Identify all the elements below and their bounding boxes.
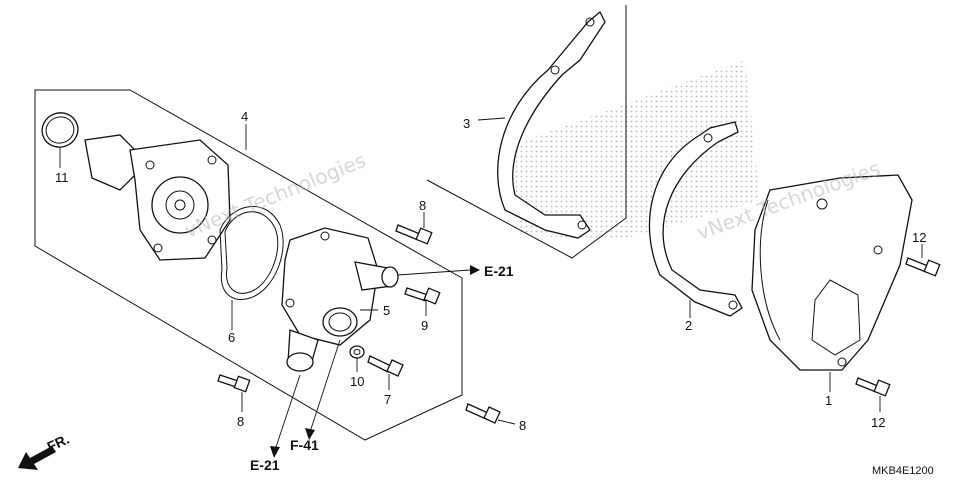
bolt-7	[367, 355, 404, 377]
assembly-box-left	[34, 89, 463, 441]
arrow-e21-bottom	[274, 374, 301, 451]
bolt-12-bottom	[855, 377, 891, 397]
callout-3: 3	[463, 116, 470, 131]
gasket-2	[648, 121, 743, 317]
ref-e21-bottom: E-21	[250, 457, 280, 473]
case-cover	[751, 174, 913, 371]
water-pump	[84, 134, 231, 261]
assembly-box-center	[426, 5, 627, 259]
leader-8-right	[497, 419, 516, 425]
callout-4: 4	[241, 109, 248, 124]
callout-1: 1	[825, 393, 832, 408]
callout-12-bottom: 12	[871, 415, 885, 430]
o-ring-inner	[45, 116, 75, 144]
bolt-9	[404, 287, 441, 305]
bolt-12-top	[905, 257, 941, 277]
callout-9: 9	[421, 318, 428, 333]
arrow-f41	[309, 339, 341, 433]
washer-10	[349, 345, 365, 359]
callout-11: 11	[55, 170, 69, 185]
shaded-area	[500, 60, 760, 240]
arrow-e21-right	[397, 269, 471, 276]
callout-8-right: 8	[519, 418, 526, 433]
o-ring	[41, 112, 79, 148]
pump-gasket	[219, 206, 284, 300]
front-arrow-icon	[18, 446, 56, 470]
diagram-code: MKB4E1200	[872, 465, 934, 477]
callout-7: 7	[384, 392, 391, 407]
front-label: FR.	[45, 431, 72, 455]
leader-3	[477, 117, 506, 121]
callout-8-top: 8	[419, 198, 426, 213]
callout-2: 2	[685, 318, 692, 333]
gasket-3	[497, 10, 606, 239]
bolt-8-top	[395, 224, 433, 245]
ref-e21-right: E-21	[484, 263, 514, 279]
callout-10: 10	[350, 374, 364, 389]
bolt-8-left	[217, 374, 251, 393]
callout-6: 6	[228, 330, 235, 345]
pump-cover	[281, 227, 399, 372]
callout-12-top: 12	[912, 230, 926, 245]
ref-f41: F-41	[290, 437, 319, 453]
callout-5: 5	[383, 303, 390, 318]
bolt-8-right	[465, 403, 501, 424]
callout-8-left: 8	[237, 414, 244, 429]
